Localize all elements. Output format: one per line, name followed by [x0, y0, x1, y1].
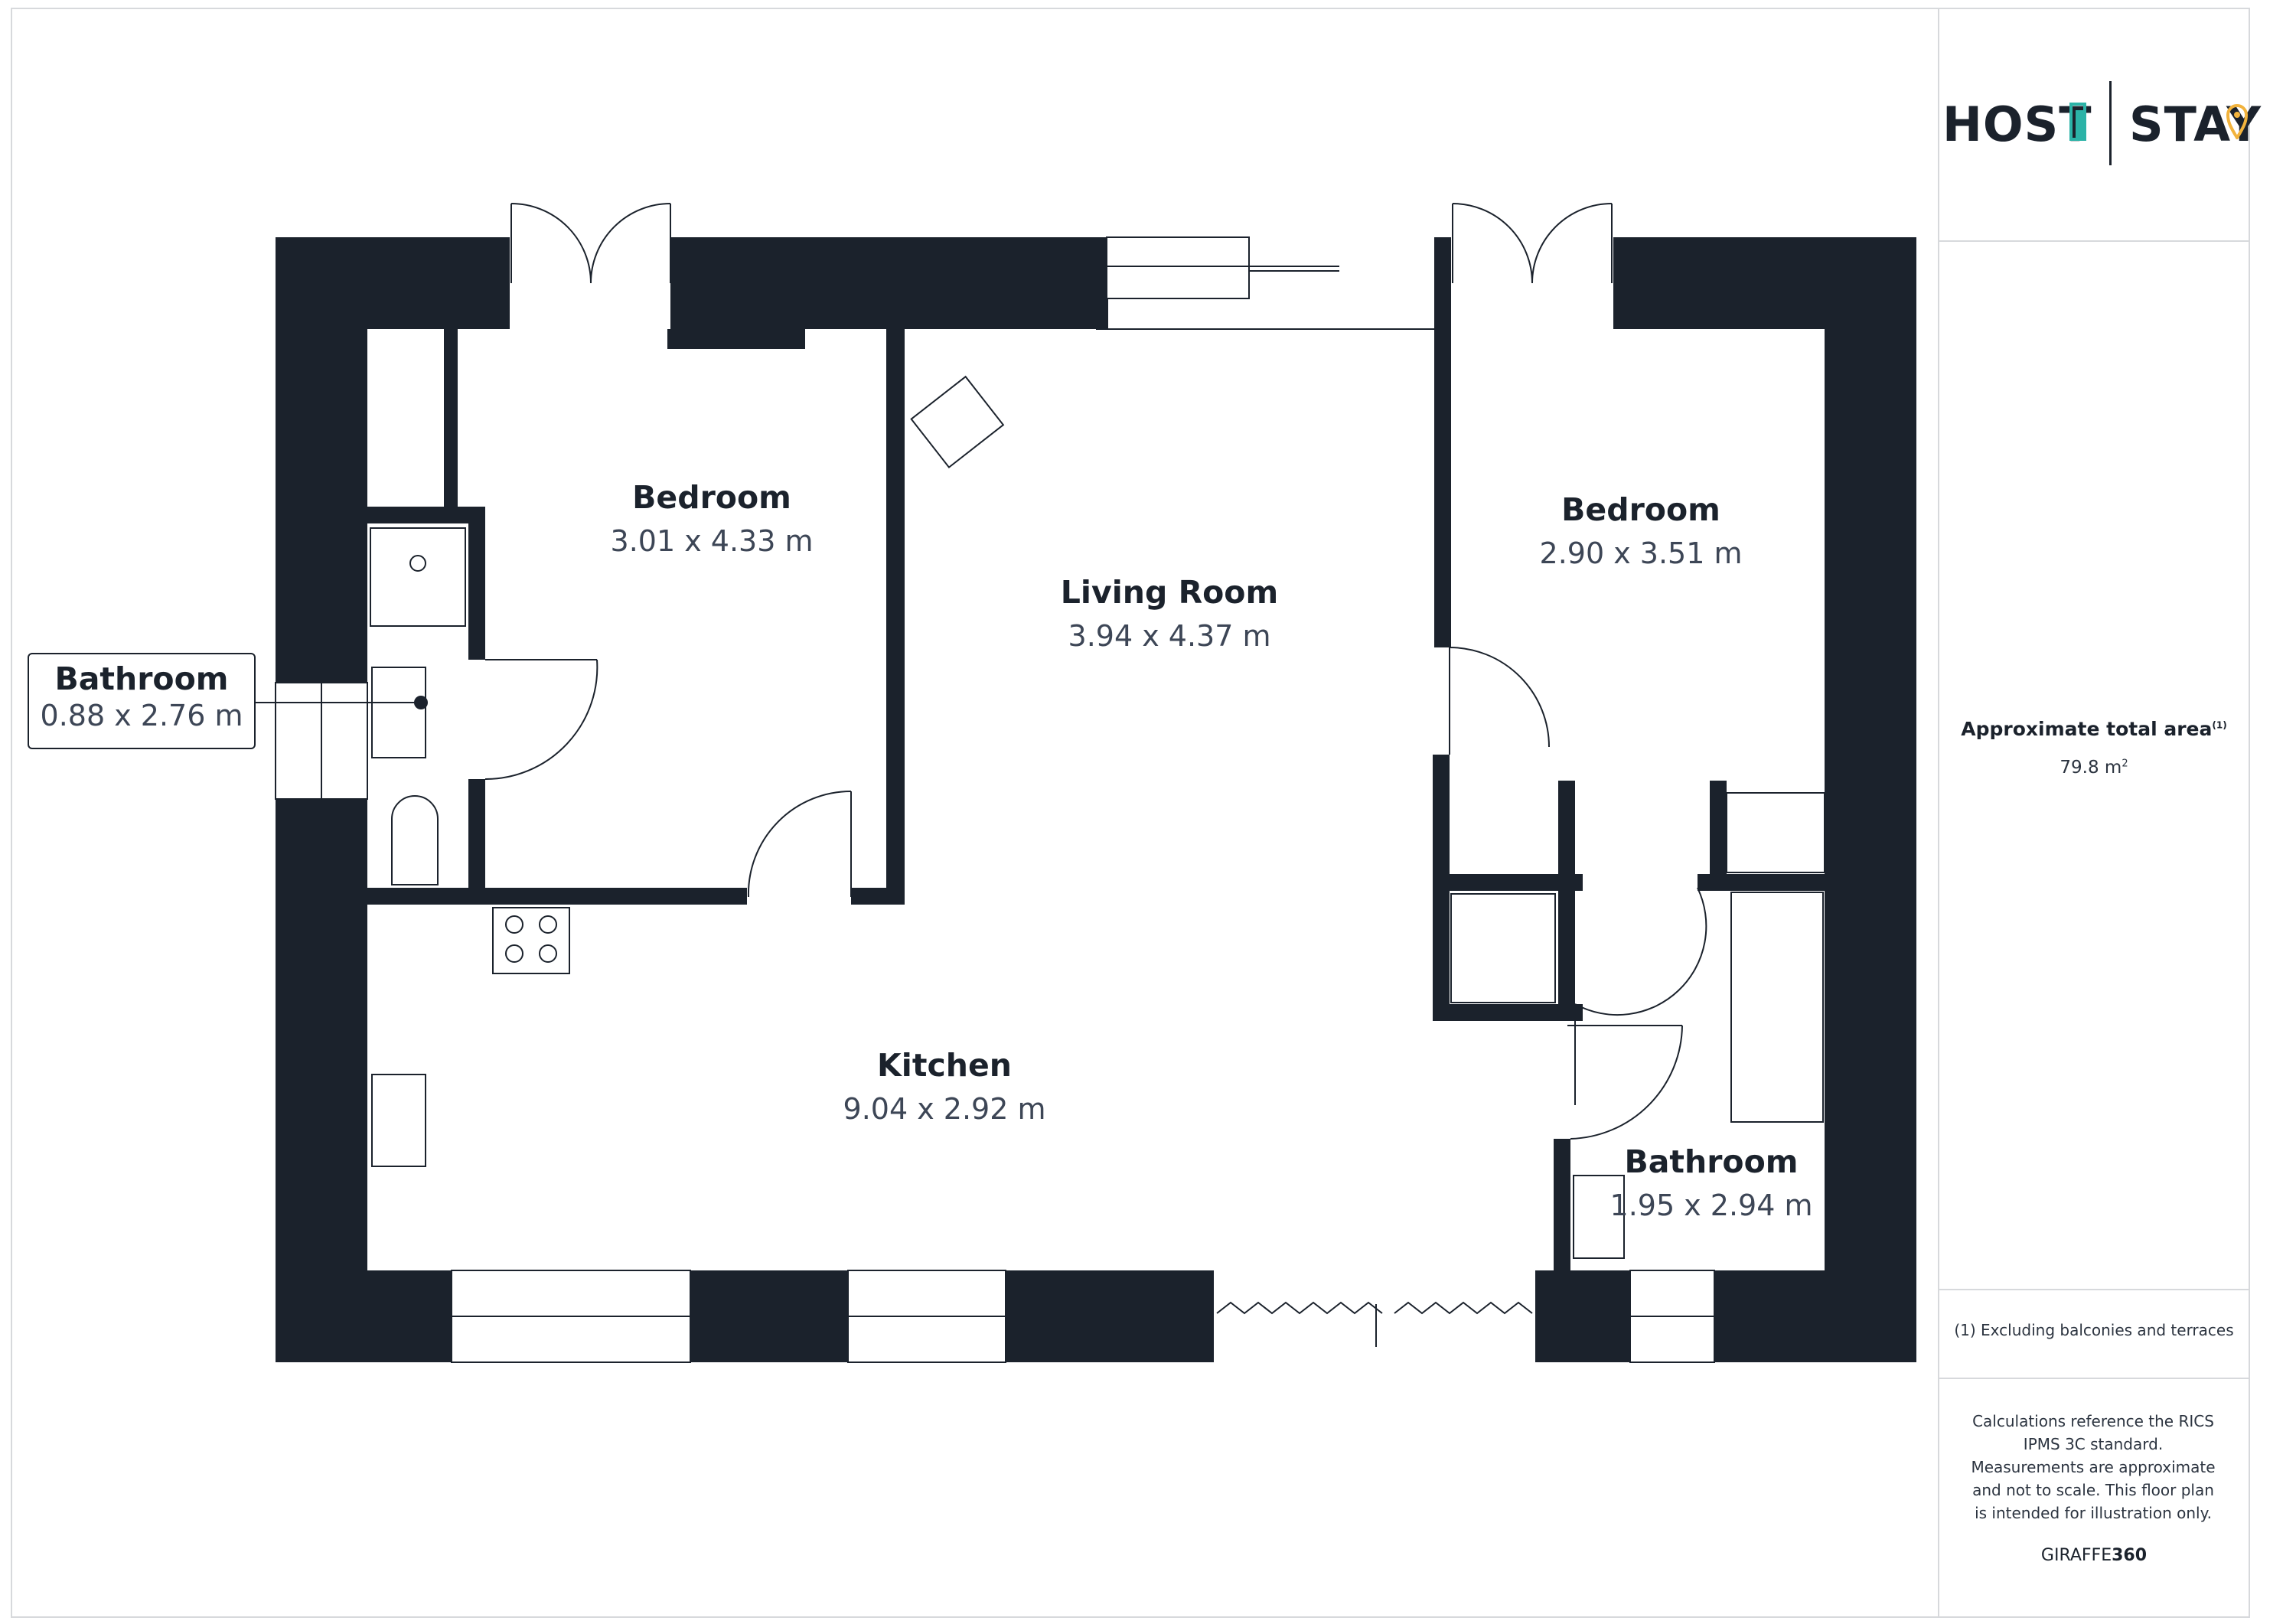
page-frame: [11, 8, 2250, 1618]
wardrobe: [1450, 893, 1556, 1003]
floor-plan: Bedroom 3.01 x 4.33 m Living Room 3.94 x…: [256, 203, 1916, 1363]
host-stay-logo: HOST STAY: [1942, 77, 2261, 176]
logo-divider: [2109, 81, 2112, 165]
room-size-bathroom-2: 1.95 x 2.94 m: [1610, 1189, 1813, 1222]
credit-bold: 360: [2112, 1546, 2148, 1565]
logo-host-text: HOST: [1942, 96, 2092, 152]
disclaimer: Calculations reference the RICS IPMS 3C …: [1971, 1412, 2216, 1522]
doors: [484, 203, 1707, 1347]
bathroom-sink: [371, 667, 426, 758]
room-name-living-room: Living Room: [1061, 574, 1278, 611]
bathtub: [1730, 892, 1824, 1123]
sidebar-separator-bottom: [1939, 1378, 2249, 1379]
room-name-bedroom-1: Bedroom: [632, 479, 791, 516]
toilet: [391, 795, 439, 885]
room-name-kitchen: Kitchen: [877, 1047, 1012, 1084]
fixtures: [370, 375, 1825, 1259]
sidebar-separator-middle: [1939, 1289, 2249, 1290]
hob: [492, 907, 570, 974]
room-size-kitchen: 9.04 x 2.92 m: [843, 1092, 1046, 1126]
door-icon: [2069, 103, 2086, 141]
area-value: 79.8 m2: [1939, 758, 2249, 778]
window-lines: [276, 266, 1714, 1317]
window-openings: [275, 236, 1715, 1363]
room-name-bedroom-2: Bedroom: [1561, 491, 1720, 528]
giraffe360-credit: GIRAFFE360: [1939, 1546, 2249, 1565]
area-label-superscript: (1): [2212, 719, 2227, 731]
room-size-bathroom-1: 0.88 x 2.76 m: [40, 699, 243, 732]
kitchen-sink: [371, 1074, 426, 1167]
room-name-bathroom-1: Bathroom: [54, 660, 229, 697]
wardrobe-2: [1726, 792, 1825, 873]
room-size-bedroom-1: 3.01 x 4.33 m: [611, 524, 814, 558]
area-value-text: 79.8 m: [2060, 758, 2122, 778]
location-pin-icon: [2226, 104, 2249, 139]
room-size-living-room: 3.94 x 4.37 m: [1068, 619, 1271, 653]
shower-tray: [370, 527, 466, 627]
room-size-bedroom-2: 2.90 x 3.51 m: [1540, 536, 1743, 570]
area-label: Approximate total area(1): [1939, 718, 2249, 740]
footnote: (1) Excluding balconies and terraces: [1954, 1321, 2234, 1339]
interior-walls: [367, 237, 1825, 1270]
area-unit-superscript: 2: [2122, 758, 2128, 770]
room-name-bathroom-2: Bathroom: [1625, 1143, 1799, 1180]
armchair: [910, 375, 1005, 469]
bathroom-sink-2: [1573, 1175, 1625, 1259]
area-label-text: Approximate total area: [1961, 718, 2213, 740]
credit-light: GIRAFFE: [2040, 1546, 2112, 1565]
sidebar-divider: [1938, 8, 1939, 1618]
bathroom-callout: Bathroom 0.88 x 2.76 m: [28, 653, 256, 749]
sidebar-separator-top: [1939, 240, 2249, 242]
